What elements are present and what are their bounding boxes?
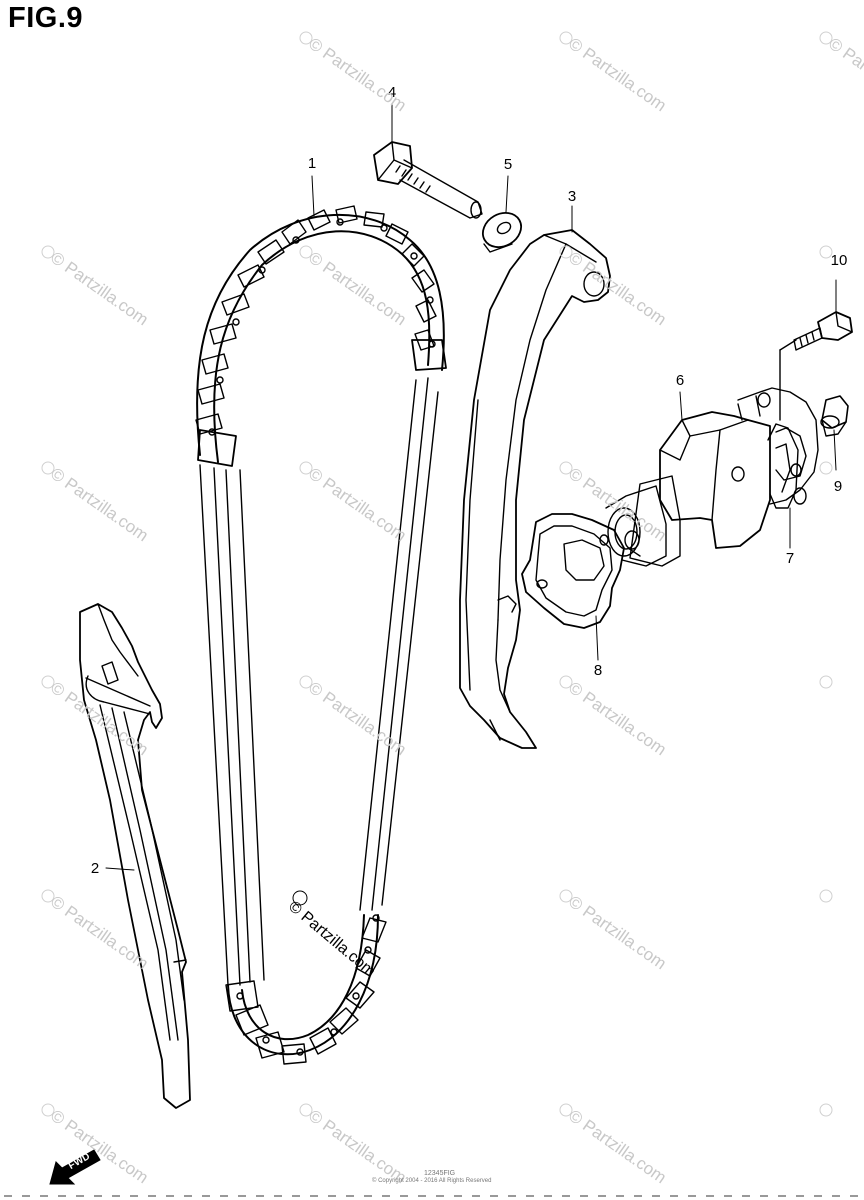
washer [482,212,522,253]
tensioner-adjuster [605,339,819,567]
callout-2: 2 [90,860,100,877]
callout-10: 10 [830,252,848,269]
adjuster-ring [767,423,799,509]
callout-3: 3 [567,188,577,205]
fwd-arrow-icon [49,1149,101,1185]
tensioner-arm [459,229,611,749]
callout-8: 8 [593,662,603,679]
footer-copyright: © Copyright 2004 - 2016 All Rights Reser… [372,1178,492,1184]
callout-1: 1 [307,155,317,172]
callout-9: 9 [833,478,843,495]
pivot-bolt [373,141,483,219]
tensioner-bolt [793,311,853,351]
callout-4: 4 [387,84,397,101]
callout-5: 5 [503,156,513,173]
callout-7: 7 [785,550,795,567]
footer-code: 12345FIG [424,1170,456,1177]
cam-chain [195,205,447,1065]
callout-6: 6 [675,372,685,389]
figure-title: FIG.9 [8,2,84,34]
chain-guide [79,603,191,1109]
adjuster-gasket [521,513,625,629]
cap-bolt [820,395,849,437]
